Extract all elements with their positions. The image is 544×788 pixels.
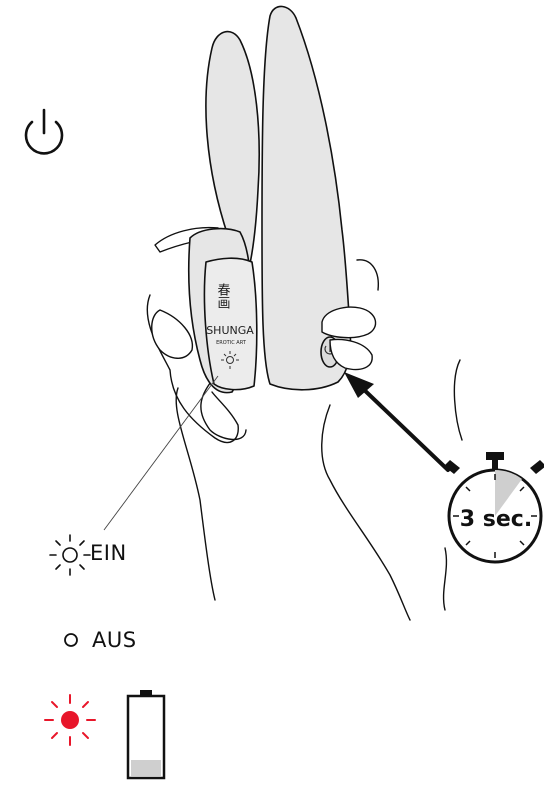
pointer-arrow (344, 372, 448, 470)
off-label: AUS (92, 628, 137, 652)
stopwatch-icon: 3 sec. (444, 452, 544, 562)
power-icon (26, 110, 62, 153)
brand-tagline: EROTIC ART (216, 340, 247, 346)
on-label: EIN (90, 541, 127, 565)
battery-low-icon (128, 690, 164, 778)
brand-glyph: 春画 (215, 283, 231, 309)
brand-name: SHUNGA (206, 324, 254, 337)
timer-label: 3 sec. (460, 507, 532, 532)
led-red-blink-icon (45, 695, 95, 745)
led-off-icon (65, 634, 77, 646)
led-on-icon (50, 535, 90, 575)
